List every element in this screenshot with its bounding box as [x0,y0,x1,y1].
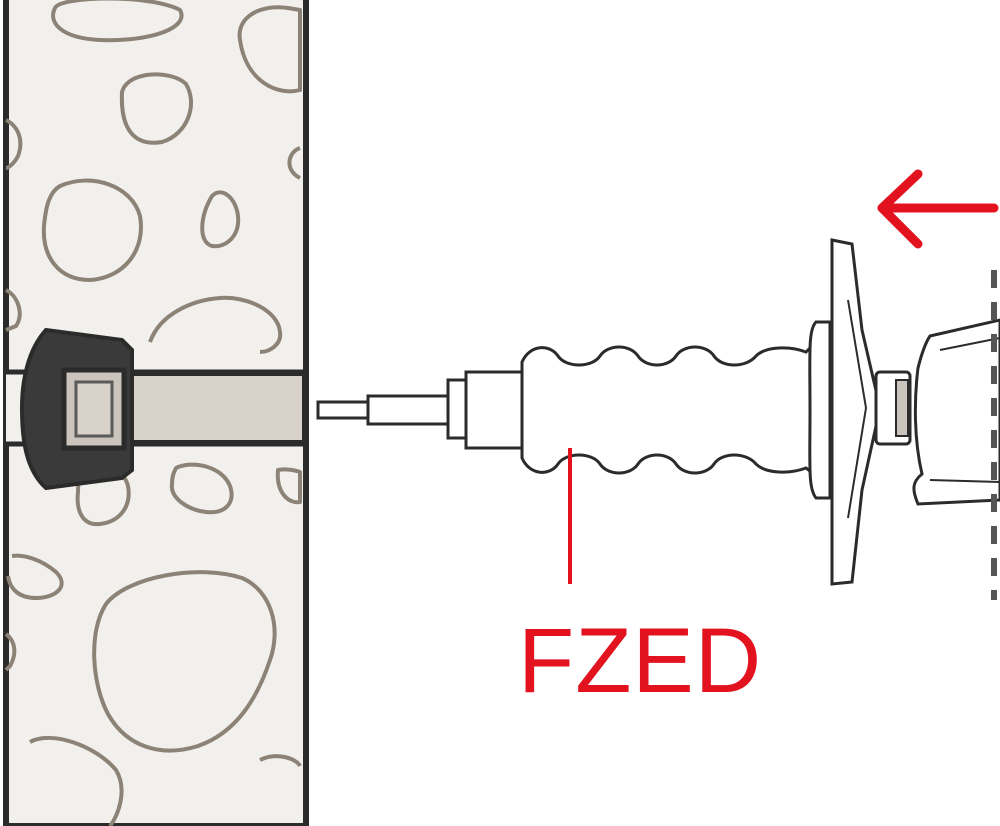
threaded-pin [366,394,452,426]
part-label-fzed: FZED [518,610,762,712]
setting-tool-edge [939,337,1000,351]
aggregate-stone [275,467,302,505]
aggregate-stone [41,178,143,282]
aggregate-stone [148,295,283,354]
washer-base [808,320,832,500]
ribbed-insulation-body [520,338,818,480]
aggregate-stone [4,118,23,170]
aggregate-stone [119,72,194,145]
aggregate-stone [6,553,64,600]
concrete-wall [3,0,309,826]
setting-tool-socket [912,318,1000,506]
arrow-left-icon [877,169,999,249]
aggregate-stone [169,462,234,515]
aggregate-stone [92,570,277,753]
pin-shaft [464,370,524,450]
aggregate-stone [4,288,22,332]
hex-nut-face [895,379,909,437]
aggregate-stone [29,736,124,826]
aggregate-stone [200,190,241,249]
aggregate-stone [287,146,302,180]
aggregate-stone [51,0,184,43]
anchor-sleeve [126,372,306,444]
drilled-hole [6,327,306,491]
aggregate-stone [4,632,17,672]
aggregate-stone [237,5,302,94]
plate-washer [830,238,882,586]
setting-tool-edge [929,479,1000,483]
threaded-pin-tip [316,400,372,420]
plate-washer-inner-line [847,299,868,519]
fzed-fastener [316,238,1000,586]
anchor-nut-inner [74,380,114,438]
aggregate-stone [259,754,302,768]
